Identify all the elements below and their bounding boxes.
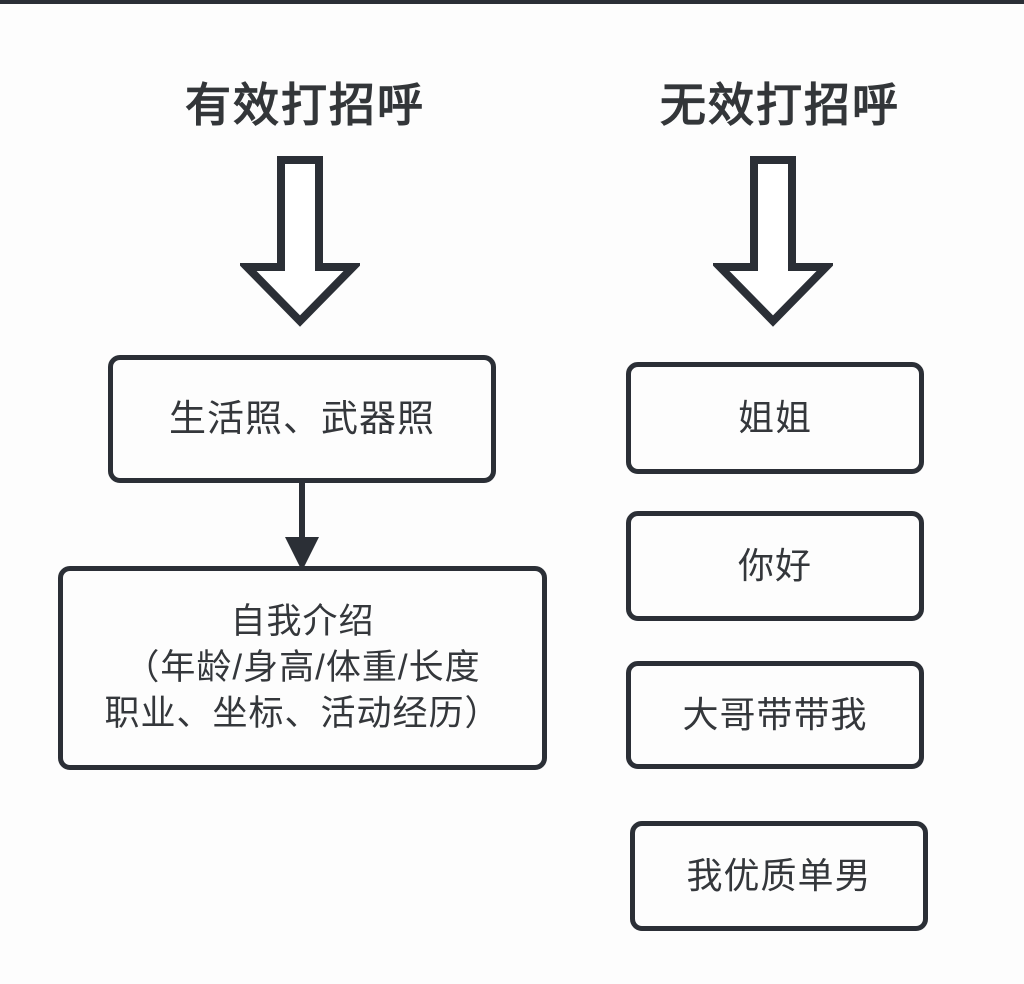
node-label-line-2: （年龄/身高/体重/长度: [124, 647, 481, 687]
node-label: 你好: [737, 544, 812, 586]
node-label: 我优质单男: [686, 854, 872, 896]
node-quality-single-man[interactable]: 我优质单男: [630, 821, 928, 931]
node-big-brother-carry-me[interactable]: 大哥带带我: [626, 661, 924, 769]
down-arrow-icon-left: [237, 155, 363, 327]
node-label: 姐姐: [737, 396, 812, 438]
node-label-line-3: 职业、坐标、活动经历）: [104, 694, 501, 734]
connector-photos-to-self-intro: [272, 481, 332, 571]
node-hello[interactable]: 你好: [626, 511, 924, 621]
node-label: 生活照、武器照: [169, 398, 435, 440]
top-edge-strip: [0, 0, 1024, 4]
heading-ineffective-greeting: 无效打招呼: [660, 79, 900, 131]
down-arrow-icon-right: [710, 155, 836, 327]
node-self-introduction[interactable]: 自我介绍 （年龄/身高/体重/长度 职业、坐标、活动经历）: [58, 566, 547, 770]
node-sister[interactable]: 姐姐: [626, 362, 924, 474]
node-label-line-1: 自我介绍: [230, 601, 375, 641]
node-life-and-weapon-photos[interactable]: 生活照、武器照: [108, 355, 496, 483]
heading-effective-greeting: 有效打招呼: [185, 79, 425, 131]
node-label: 大哥带带我: [682, 693, 868, 735]
